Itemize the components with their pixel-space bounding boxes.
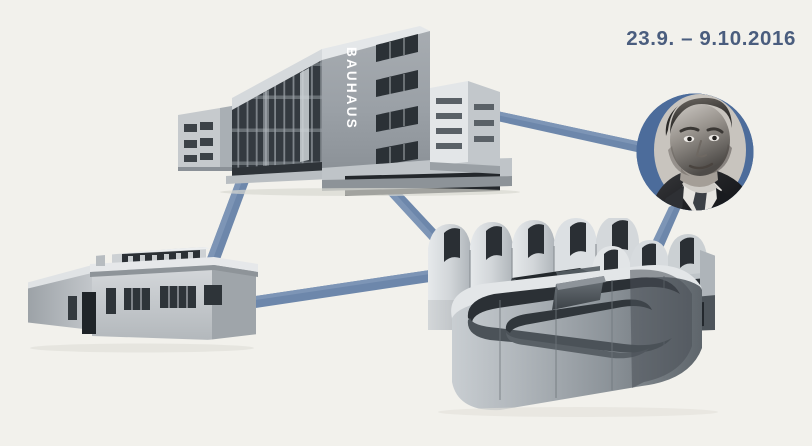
node-bauhaus-archiv[interactable] (428, 216, 718, 417)
edge-meisterhaus-archiv (242, 270, 430, 310)
dessau-sign-block: BAUHAUS (322, 26, 430, 176)
dessau-workshop-wing (226, 49, 330, 184)
archiv-ramp-podium (451, 264, 702, 411)
node-meisterhaus[interactable] (22, 247, 258, 356)
dessau-bridge (322, 158, 512, 196)
edge-dessau-portrait (497, 111, 641, 153)
node-bauhaus-dessau[interactable]: BAUHAUS (178, 0, 520, 196)
bauhaus-sign-text: BAUHAUS (344, 47, 359, 130)
dessau-right-wing (430, 81, 500, 174)
exhibition-date-label: 23.9. – 9.10.2016 (626, 27, 796, 50)
svg-text:BAUHAUS: BAUHAUS (344, 47, 359, 130)
